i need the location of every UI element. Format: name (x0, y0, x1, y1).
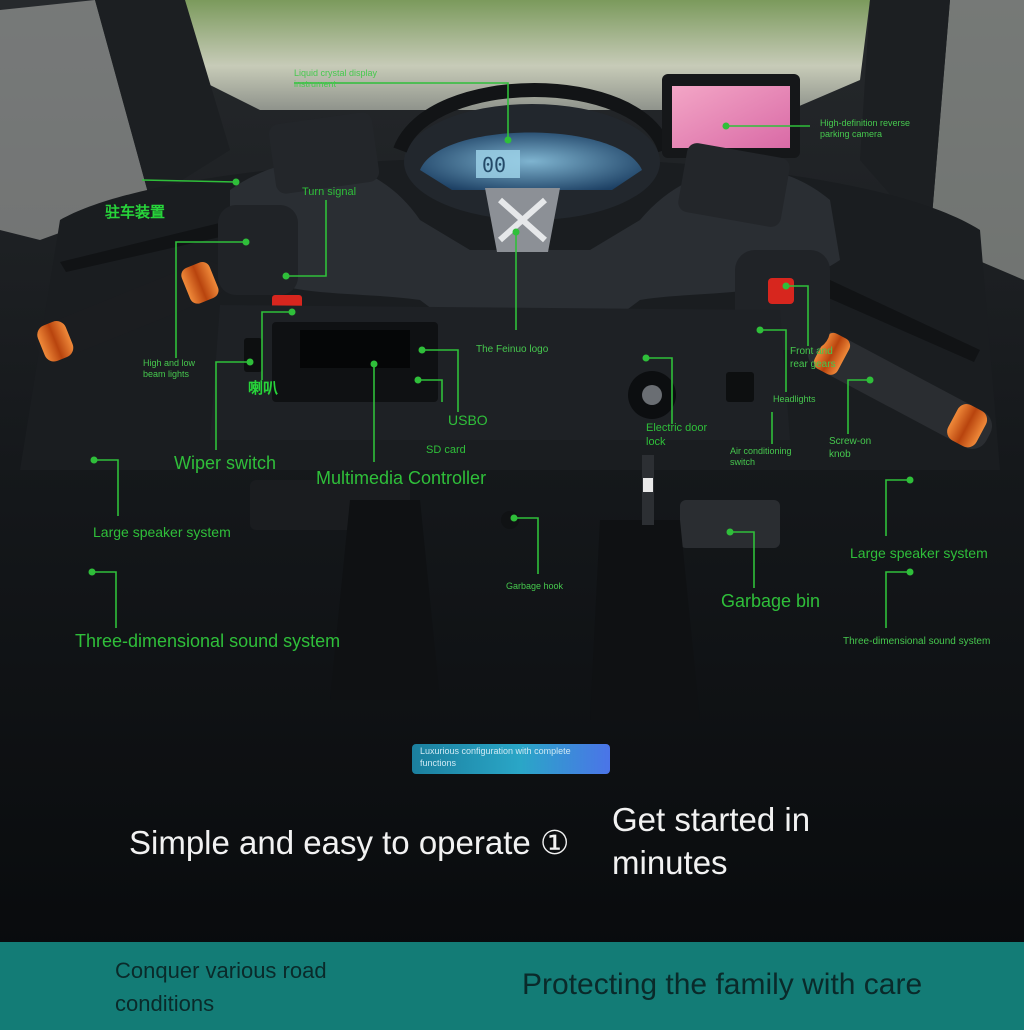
callout-front-rear-gears: Front and rear gears (790, 346, 836, 370)
callout-usb: USBO (448, 412, 488, 428)
callout-beam-lights: High and low beam lights (143, 358, 196, 380)
callout-horn: 喇叭 (248, 380, 279, 397)
callout-reverse-camera: High-definition reverse parking camera (820, 118, 911, 140)
callout-garbage-hook: Garbage hook (506, 581, 564, 591)
callout-lcd-instrument: Liquid crystal display instrument (294, 68, 378, 90)
callout-sound-system-left: Three-dimensional sound system (75, 631, 341, 651)
callout-garbage-bin: Garbage bin (721, 591, 821, 611)
callout-parking-device: 驻车装置 (105, 204, 166, 221)
callout-headlights: Headlights (773, 394, 816, 404)
config-pill: Luxurious configuration with complete fu… (412, 744, 610, 774)
callout-multimedia-controller: Multimedia Controller (316, 468, 487, 488)
headline-get-started: Get started in minutes (612, 801, 811, 881)
callout-screw-knob: Screw-on knob (829, 436, 872, 460)
callout-large-speaker-right: Large speaker system (850, 545, 988, 561)
callout-ac-switch: Air conditioning switch (730, 446, 792, 468)
callout-sd-card: SD card (426, 444, 466, 456)
lcd-readout: 00 (482, 153, 506, 177)
banner-right-text: Protecting the family with care (522, 968, 923, 1001)
callout-sound-system-right: Three-dimensional sound system (843, 636, 991, 647)
callout-turn-signal: Turn signal (302, 186, 357, 198)
callout-dots (88, 122, 914, 576)
callout-electric-door-lock: Electric door lock (646, 422, 708, 448)
callout-leader-lines (92, 82, 910, 628)
headline-simple-to-operate: Simple and easy to operate ① (129, 824, 570, 861)
banner-left-text: Conquer various road conditions (115, 958, 327, 1016)
callout-wiper-switch: Wiper switch (174, 453, 277, 473)
callout-feinuo-logo: The Feinuo logo (476, 344, 549, 355)
bottom-banner: Conquer various road conditions Protecti… (0, 942, 1024, 1030)
callout-large-speaker-left: Large speaker system (93, 524, 231, 540)
